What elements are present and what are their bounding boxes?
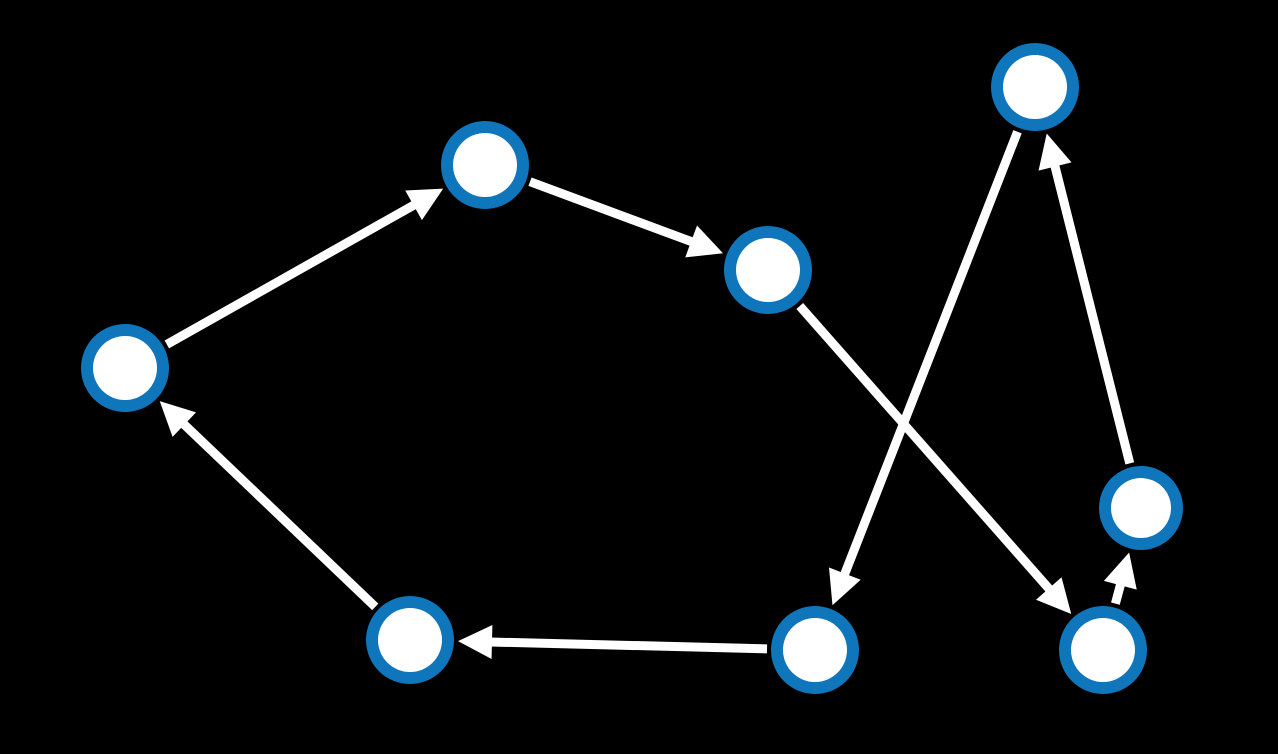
graph-node-n7[interactable] [366, 596, 454, 684]
edge-line [1050, 163, 1135, 465]
graph-edge-e5 [1103, 552, 1137, 605]
edge-arrowhead [1036, 577, 1072, 614]
edge-line [528, 177, 695, 247]
node-core[interactable] [736, 238, 800, 302]
edge-line [489, 637, 768, 654]
edge-arrowhead [685, 225, 723, 258]
node-core[interactable] [378, 608, 442, 672]
graph-node-n4[interactable] [1099, 466, 1183, 550]
node-core[interactable] [1111, 478, 1171, 538]
edge-arrowhead [159, 401, 197, 437]
graph-node-n3[interactable] [991, 43, 1079, 131]
graph-edge-e6 [457, 625, 768, 660]
node-core[interactable] [783, 618, 847, 682]
graph-edge-e4 [1038, 133, 1135, 465]
edge-line [796, 303, 1054, 593]
edge-line [839, 130, 1022, 578]
graph-edge-e1 [528, 177, 723, 258]
edge-line [179, 419, 379, 611]
graph-edge-e0 [164, 188, 444, 349]
graph-edge-e2 [796, 303, 1072, 614]
graph-node-n2[interactable] [724, 226, 812, 314]
node-core[interactable] [93, 336, 157, 400]
edge-arrowhead [829, 567, 861, 606]
edge-arrowhead [405, 188, 444, 221]
edge-arrowhead [1103, 552, 1137, 590]
edge-arrowhead [1038, 133, 1072, 171]
graph-edge-e3 [829, 130, 1022, 606]
graph-node-n0[interactable] [81, 324, 169, 412]
graph-edge-e7 [159, 401, 379, 611]
edge-line [164, 200, 418, 349]
graph-node-n1[interactable] [441, 121, 529, 209]
graph-node-n5[interactable] [1059, 606, 1147, 694]
graph-node-n6[interactable] [771, 606, 859, 694]
edge-layer [159, 130, 1137, 660]
node-core[interactable] [1071, 618, 1135, 682]
node-layer [81, 43, 1183, 694]
node-core[interactable] [453, 133, 517, 197]
node-core[interactable] [1003, 55, 1067, 119]
edge-arrowhead [457, 625, 493, 660]
edge-line [1111, 582, 1126, 605]
